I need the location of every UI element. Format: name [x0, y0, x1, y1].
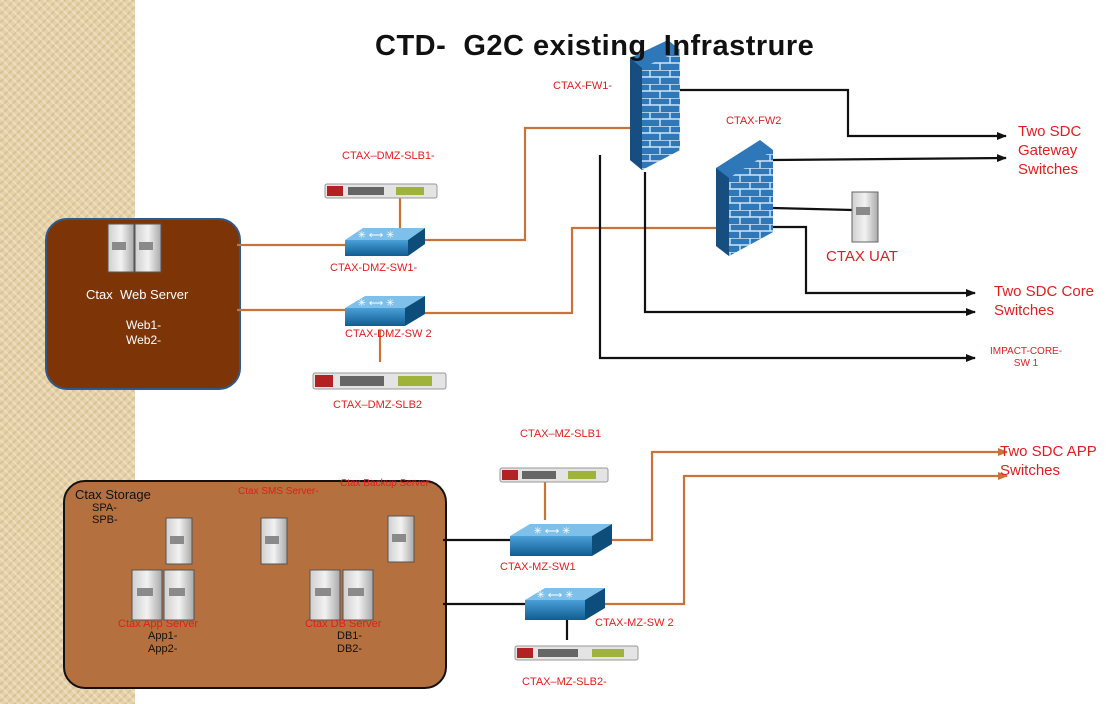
core-line-2: Switches — [994, 302, 1055, 319]
orange-links — [237, 126, 1008, 606]
app-line-2: App2- — [148, 643, 178, 655]
svg-text:✳ ⟷ ✳: ✳ ⟷ ✳ — [537, 590, 574, 601]
link-sw1-fw1 — [423, 126, 630, 242]
app-switches-label: Two SDC APP Switches — [1000, 442, 1097, 480]
impact-line-1: IMPACT-CORE- — [990, 346, 1063, 357]
mz-sw1-label: CTAX-MZ-SW1 — [500, 561, 576, 573]
core-line-1: Two SDC Core — [994, 283, 1095, 300]
storage-group — [63, 480, 447, 689]
db-server-icons — [309, 569, 374, 621]
storage-sub-lines: SPA- SPB- — [92, 502, 118, 526]
db-line-1: DB1- — [337, 630, 363, 642]
app-server-icons — [131, 569, 195, 621]
dmz-slb2-label: CTAX–DMZ-SLB2 — [333, 399, 423, 411]
impact-core-label: IMPACT-CORE- SW 1 — [990, 346, 1062, 370]
db-server-label: Ctax DB Server — [305, 618, 382, 630]
app-server-label: Ctax App Server — [118, 618, 199, 630]
dmz-sw2-label: CTAX-DMZ-SW 2 — [345, 328, 432, 340]
dmz-slb2-icon — [312, 372, 447, 390]
storage-sub-2: SPB- — [92, 514, 118, 526]
dmz-slb1-icon — [324, 183, 438, 199]
mz-sw2-icon: ✳ ⟷ ✳ — [525, 588, 605, 620]
mz-slb1-icon — [499, 467, 609, 483]
black-links — [443, 88, 1007, 640]
storage-title: Ctax Storage — [75, 487, 151, 502]
uat-label: CTAX UAT — [826, 248, 898, 265]
link-fw2-core — [773, 225, 976, 297]
backup-server-icon — [387, 515, 415, 563]
mz-sw2-label: CTAX-MZ-SW 2 — [595, 617, 674, 629]
dmz-slb1-label: CTAX–DMZ-SLB1- — [342, 150, 435, 162]
link-fw2-uat — [772, 206, 853, 212]
gateway-switches-label: Two SDC Gateway Switches — [1018, 122, 1081, 179]
web-server-lines: Web1- Web2- — [126, 318, 161, 348]
mz-slb2-label: CTAX–MZ-SLB2- — [522, 676, 607, 688]
mz-slb1-label: CTAX–MZ-SLB1 — [520, 428, 602, 440]
dmz-sw1-label: CTAX-DMZ-SW1- — [330, 262, 418, 274]
core-switches-label: Two SDC Core Switches — [994, 282, 1094, 320]
backup-server-label: Ctax Backup Server- — [340, 478, 433, 489]
app-switch-line-1: Two SDC APP — [1000, 443, 1097, 460]
link-mz-sw1-app — [612, 448, 1008, 542]
web-server-line-1: Web1- — [126, 318, 162, 332]
firewall-fw1-icon — [630, 40, 680, 170]
db-server-lines: DB1- DB2- — [337, 630, 362, 656]
sms-server-icon — [260, 517, 288, 565]
impact-line-2: SW 1 — [1013, 358, 1039, 369]
storage-sub-1: SPA- — [92, 502, 117, 514]
link-fw1-gateway — [680, 88, 1007, 140]
web-server-title: Ctax Web Server — [86, 287, 189, 302]
mz-slb2-icon — [514, 645, 639, 661]
uat-server-icon — [851, 191, 879, 243]
firewall-fw2-icon — [716, 140, 773, 256]
storage-server-icon — [165, 517, 193, 565]
app-switch-line-2: Switches — [1000, 462, 1061, 479]
web-server-icons — [107, 223, 162, 273]
dmz-sw1-icon: ✳ ⟷ ✳ — [345, 228, 425, 256]
fw1-label: CTAX-FW1- — [553, 80, 613, 92]
diagram-title: CTD- G2C existing Infrastrure — [375, 30, 815, 62]
app-server-lines: App1- App2- — [148, 630, 177, 656]
link-fw2-gateway — [772, 154, 1007, 163]
db-line-2: DB2- — [337, 643, 363, 655]
mz-sw1-icon: ✳ ⟷ ✳ — [510, 524, 612, 556]
web-server-line-2: Web2- — [126, 333, 162, 347]
svg-text:✳ ⟷ ✳: ✳ ⟷ ✳ — [358, 298, 395, 309]
gateway-line-1: Two SDC — [1018, 123, 1082, 140]
sms-server-label: Ctax SMS Server- — [238, 486, 319, 497]
svg-text:✳ ⟷ ✳: ✳ ⟷ ✳ — [358, 230, 395, 241]
fw2-label: CTAX-FW2 — [726, 115, 782, 127]
link-fw1-impact — [598, 155, 976, 362]
link-fw1-core — [643, 172, 976, 316]
svg-text:✳ ⟷ ✳: ✳ ⟷ ✳ — [534, 526, 571, 537]
gateway-line-2: Gateway — [1018, 142, 1078, 159]
dmz-sw2-icon: ✳ ⟷ ✳ — [345, 296, 425, 326]
link-mz-sw2-app — [602, 472, 1008, 606]
gateway-line-3: Switches — [1018, 161, 1079, 178]
app-line-1: App1- — [148, 630, 178, 642]
